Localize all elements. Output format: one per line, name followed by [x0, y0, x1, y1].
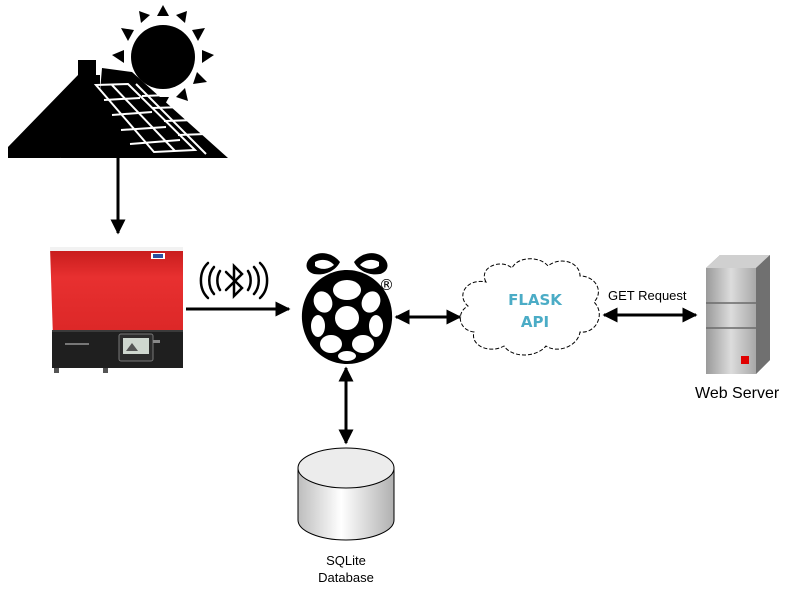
solar-house-icon: [8, 5, 228, 158]
cloud-icon: [459, 258, 600, 356]
bluetooth-icon: [199, 261, 269, 300]
registered-mark: ®: [379, 276, 394, 294]
solar-panel-icon: [60, 68, 228, 158]
database-label-line1: SQLite: [326, 553, 366, 568]
raspberry-pi-icon: [301, 253, 393, 364]
connectors: [110, 158, 698, 445]
flask-api-line1: FLASK: [508, 291, 562, 309]
web-server-label: Web Server: [695, 385, 780, 402]
database-cylinder-icon: [297, 447, 395, 541]
database-label: SQLite Database: [306, 552, 386, 586]
server-icon: [706, 255, 770, 374]
flask-api-line2: API: [520, 313, 550, 331]
get-request-label: GET Request: [608, 288, 687, 303]
inverter-icon: [50, 247, 183, 373]
flask-api-label: FLASK API: [500, 289, 570, 333]
house-roof-icon: [8, 60, 107, 158]
database-label-line2: Database: [318, 570, 374, 585]
